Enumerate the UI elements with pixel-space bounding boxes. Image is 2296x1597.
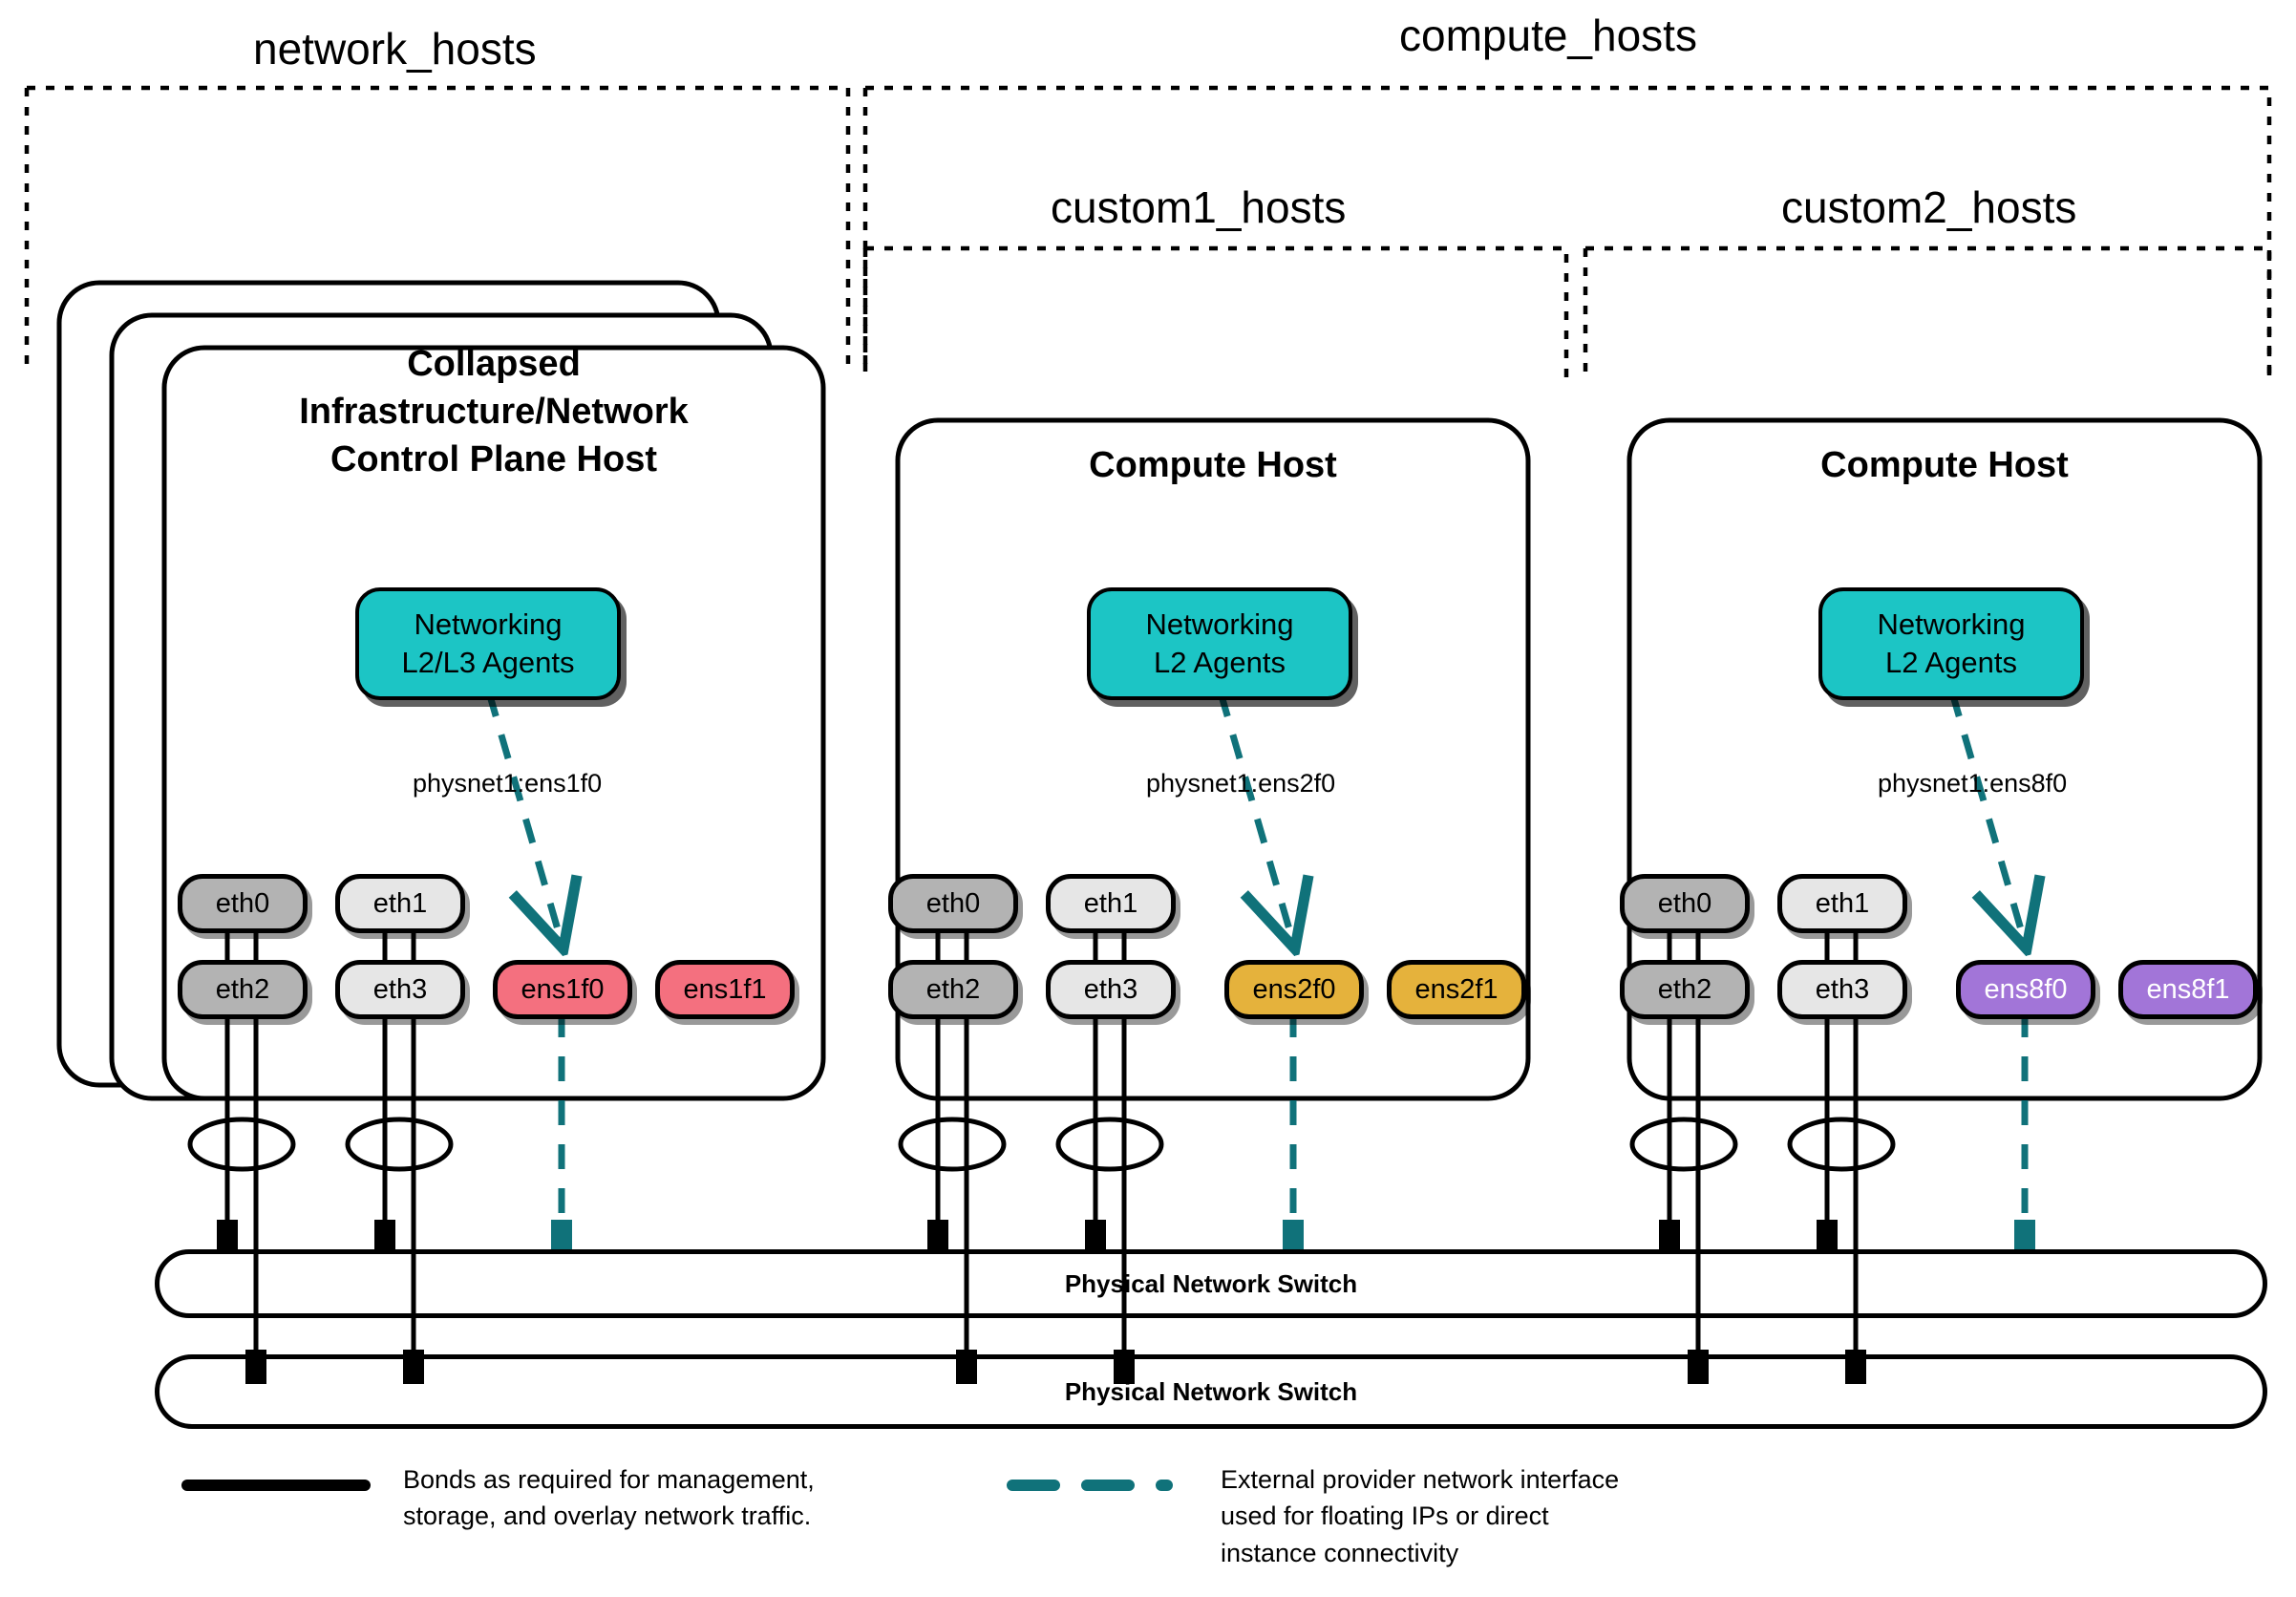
nic-label: eth3 bbox=[372, 973, 428, 1005]
nic-compute-host-1-eth2[interactable]: eth2 bbox=[888, 960, 1018, 1019]
nic-label: eth3 bbox=[1083, 973, 1138, 1005]
nic-network-host-ens1f0[interactable]: ens1f0 bbox=[493, 960, 632, 1019]
nic-label: eth3 bbox=[1815, 973, 1870, 1005]
compute-host-1-agent-line1: Networking bbox=[1145, 607, 1294, 641]
nic-network-host-eth3[interactable]: eth3 bbox=[335, 960, 465, 1019]
network-host-title-line3: Control Plane Host bbox=[330, 439, 658, 480]
nic-label: eth1 bbox=[372, 887, 428, 919]
nic-label: ens2f1 bbox=[1414, 973, 1499, 1005]
nic-label: eth1 bbox=[1083, 887, 1138, 919]
nic-label: eth2 bbox=[925, 973, 981, 1005]
compute-host-2-agent-line1: Networking bbox=[1877, 607, 2026, 641]
nic-label: ens8f0 bbox=[1984, 973, 2068, 1005]
nic-label: eth0 bbox=[1657, 887, 1712, 919]
group-box-compute-hosts bbox=[862, 85, 2272, 382]
nic-compute-host-2-ens8f1[interactable]: ens8f1 bbox=[2118, 960, 2258, 1019]
compute-host-2-title-line1: Compute Host bbox=[1820, 445, 2069, 485]
nic-label: eth1 bbox=[1815, 887, 1870, 919]
nic-compute-host-2-eth0[interactable]: eth0 bbox=[1620, 874, 1750, 933]
nic-compute-host-2-eth1[interactable]: eth1 bbox=[1777, 874, 1907, 933]
compute-host-2-agent-line2: L2 Agents bbox=[1885, 646, 2017, 679]
network-host-title-line2: Infrastructure/Network bbox=[299, 392, 689, 433]
group-box-custom2-hosts bbox=[1583, 245, 2272, 382]
nic-label: eth2 bbox=[1657, 973, 1712, 1005]
group-label-network-hosts: network_hosts bbox=[253, 24, 537, 74]
nic-compute-host-2-eth3[interactable]: eth3 bbox=[1777, 960, 1907, 1019]
bond-ellipses-compute-host-1 bbox=[898, 1117, 1164, 1172]
group-box-network-hosts bbox=[24, 85, 851, 373]
nic-label: eth0 bbox=[925, 887, 981, 919]
group-label-custom1-hosts: custom1_hosts bbox=[1051, 182, 1347, 232]
nic-network-host-ens1f1[interactable]: ens1f1 bbox=[655, 960, 795, 1019]
nic-label: ens2f0 bbox=[1252, 973, 1336, 1005]
physical-network-switch-top[interactable]: Physical Network Switch bbox=[155, 1249, 2267, 1318]
group-box-custom1-hosts bbox=[862, 245, 1569, 382]
group-label-custom2-hosts: custom2_hosts bbox=[1781, 182, 2077, 232]
switch-label: Physical Network Switch bbox=[1064, 1376, 1358, 1406]
nic-compute-host-2-ens8f0[interactable]: ens8f0 bbox=[1956, 960, 2095, 1019]
network-host-title-line1: Collapsed bbox=[407, 344, 581, 384]
nic-label: ens8f1 bbox=[2146, 973, 2230, 1005]
compute-host-2-title: Compute Host bbox=[1687, 441, 2202, 489]
compute-host-1-agent-line2: L2 Agents bbox=[1154, 646, 1286, 679]
nic-network-host-eth2[interactable]: eth2 bbox=[178, 960, 308, 1019]
compute-host-1-title-line1: Compute Host bbox=[1089, 445, 1337, 485]
nic-compute-host-1-ens2f0[interactable]: ens2f0 bbox=[1224, 960, 1364, 1019]
bond-ellipses-compute-host-2 bbox=[1629, 1117, 1896, 1172]
legend-bonds-text: Bonds as required for management, storag… bbox=[403, 1465, 815, 1531]
network-host-physnet-label: physnet1:ens1f0 bbox=[413, 769, 603, 798]
network-host-agent-line1: Networking bbox=[414, 607, 563, 641]
nic-network-host-eth0[interactable]: eth0 bbox=[178, 874, 308, 933]
bond-ellipses-network-host bbox=[187, 1117, 454, 1172]
switch-label: Physical Network Switch bbox=[1064, 1268, 1358, 1298]
nic-label: ens1f1 bbox=[683, 973, 767, 1005]
nic-label: eth2 bbox=[215, 973, 270, 1005]
compute-host-1-title: Compute Host bbox=[955, 441, 1471, 489]
nic-label: ens1f0 bbox=[521, 973, 605, 1005]
compute-host-1-physnet-label: physnet1:ens2f0 bbox=[1146, 769, 1336, 798]
compute-host-2-physnet-label: physnet1:ens8f0 bbox=[1878, 769, 2068, 798]
nic-compute-host-1-eth3[interactable]: eth3 bbox=[1046, 960, 1176, 1019]
compute-host-2-agent-box[interactable]: Networking L2 Agents bbox=[1818, 587, 2084, 700]
legend-provider-text: External provider network interface used… bbox=[1221, 1465, 1620, 1567]
nic-network-host-eth1[interactable]: eth1 bbox=[335, 874, 465, 933]
network-host-title: Collapsed Infrastructure/Network Control… bbox=[222, 340, 766, 483]
compute-host-1-agent-box[interactable]: Networking L2 Agents bbox=[1087, 587, 1352, 700]
network-host-agent-box[interactable]: Networking L2/L3 Agents bbox=[355, 587, 621, 700]
nic-compute-host-1-eth0[interactable]: eth0 bbox=[888, 874, 1018, 933]
nic-label: eth0 bbox=[215, 887, 270, 919]
physical-network-switch-bottom[interactable]: Physical Network Switch bbox=[155, 1354, 2267, 1429]
nic-compute-host-2-eth2[interactable]: eth2 bbox=[1620, 960, 1750, 1019]
group-label-compute-hosts: compute_hosts bbox=[1399, 11, 1697, 60]
network-host-agent-line2: L2/L3 Agents bbox=[401, 646, 575, 679]
nic-compute-host-1-eth1[interactable]: eth1 bbox=[1046, 874, 1176, 933]
nic-compute-host-1-ens2f1[interactable]: ens2f1 bbox=[1387, 960, 1526, 1019]
